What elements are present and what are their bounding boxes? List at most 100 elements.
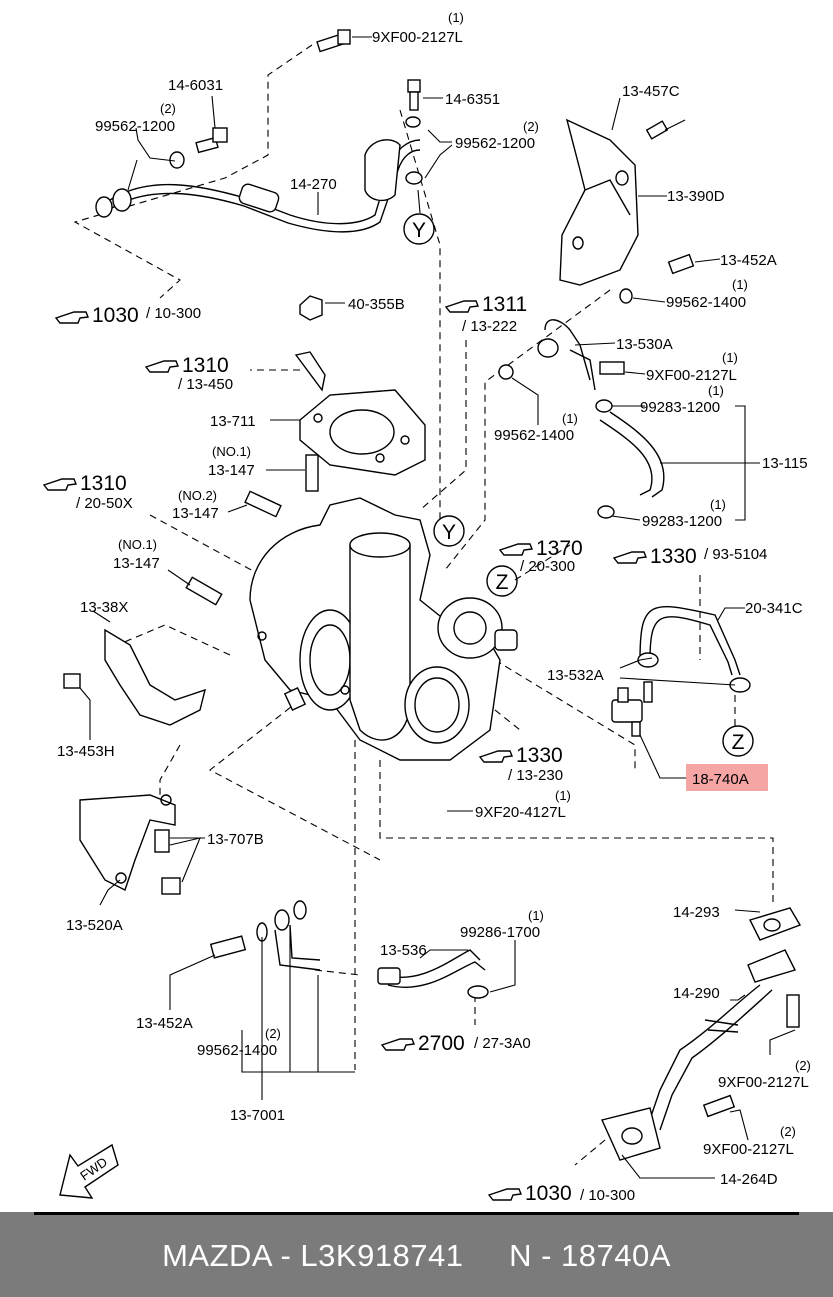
part-label: 13-707B bbox=[207, 831, 264, 848]
part-label: (2) bbox=[160, 101, 176, 116]
part-label: (1) bbox=[528, 908, 544, 923]
pointing-hand-icon bbox=[42, 478, 77, 491]
part-label: 9XF00-2127L bbox=[646, 367, 737, 384]
bolt-icons-top bbox=[195, 29, 423, 214]
section-ref-r7: 1330 / 13-230 bbox=[478, 744, 563, 784]
svg-text:1370: 1370 bbox=[536, 537, 583, 560]
part-label: 9XF00-2127L bbox=[372, 29, 463, 46]
pointing-hand-icon bbox=[478, 750, 513, 763]
part-label: 13-147 bbox=[113, 555, 160, 572]
part-label: (1) bbox=[448, 10, 464, 25]
part-label: 14-270 bbox=[290, 176, 337, 193]
part-label: (1) bbox=[732, 277, 748, 292]
part-label: 14-290 bbox=[673, 985, 720, 1002]
svg-text:/ 10-300: / 10-300 bbox=[580, 1187, 635, 1204]
part-label: (2) bbox=[523, 119, 539, 134]
part-label: 99562-1400 bbox=[494, 427, 574, 444]
part-label: (NO.2) bbox=[178, 488, 217, 503]
leader-lines bbox=[79, 36, 796, 1179]
part-label: 13-38X bbox=[80, 599, 128, 616]
pointing-hand-icon bbox=[444, 300, 479, 313]
pointing-hand-icon bbox=[487, 1188, 522, 1201]
part-label: (1) bbox=[555, 788, 571, 803]
svg-text:1330: 1330 bbox=[516, 744, 563, 767]
part-label: 13-115 bbox=[762, 455, 808, 472]
highlight-box-18-740a bbox=[686, 764, 768, 791]
part-label: (2) bbox=[780, 1124, 796, 1139]
part-label: 13-7001 bbox=[230, 1107, 285, 1124]
oil-return-pipe-13-536 bbox=[209, 900, 489, 999]
part-label-highlighted: 18-740A bbox=[692, 771, 749, 788]
part-label: 13-452A bbox=[136, 1015, 193, 1032]
svg-text:1330: 1330 bbox=[650, 545, 697, 568]
section-ref-r8: 2700 / 27-3A0 bbox=[380, 1032, 531, 1055]
svg-text:/ 27-3A0: / 27-3A0 bbox=[474, 1035, 531, 1052]
svg-text:/ 20-50X: / 20-50X bbox=[76, 495, 133, 512]
part-number-footer: MAZDA - L3K918741 N - 18740A bbox=[0, 1212, 833, 1297]
part-label: 14-6031 bbox=[168, 77, 223, 94]
part-label: 13-532A bbox=[547, 667, 604, 684]
oil-feed-pipe-14-270 bbox=[95, 139, 421, 233]
part-label: 13-453H bbox=[57, 743, 115, 760]
part-label: 99283-1200 bbox=[642, 513, 722, 530]
part-label: 13-457C bbox=[622, 83, 680, 100]
part-label: 99562-1400 bbox=[197, 1042, 277, 1059]
part-label: 14-293 bbox=[673, 904, 720, 921]
part-labels: (1) 9XF00-2127L 14-6031 (2) 99562-1200 1… bbox=[57, 10, 811, 1188]
svg-text:2700: 2700 bbox=[418, 1032, 465, 1055]
part-label: 13-530A bbox=[616, 336, 673, 353]
part-label: (1) bbox=[562, 411, 578, 426]
svg-text:/ 20-300: / 20-300 bbox=[520, 558, 575, 575]
part-label: 13-536 bbox=[380, 942, 427, 959]
footer-part-number-text: MAZDA - L3K918741 N - 18740A bbox=[162, 1238, 671, 1273]
part-label: 13-520A bbox=[66, 917, 123, 934]
turbocharger-body bbox=[249, 497, 518, 761]
solenoid-valve-18-740a bbox=[611, 605, 751, 737]
part-label: 14-264D bbox=[720, 1171, 778, 1188]
part-label: (1) bbox=[722, 350, 738, 365]
svg-text:1030: 1030 bbox=[525, 1182, 572, 1205]
part-label: (1) bbox=[710, 497, 726, 512]
svg-text:Z: Z bbox=[732, 731, 745, 754]
part-label: (2) bbox=[265, 1026, 281, 1041]
section-ref-r1: 1030 / 10-300 bbox=[54, 304, 201, 327]
part-label: 13-147 bbox=[208, 462, 255, 479]
part-label: (2) bbox=[795, 1058, 811, 1073]
section-ref-r6: 1330 / 93-5104 bbox=[612, 545, 767, 568]
part-label: 13-390D bbox=[667, 188, 725, 205]
callout-y-top: Y bbox=[403, 213, 435, 245]
part-label: 99562-1200 bbox=[455, 135, 535, 152]
part-label: 40-355B bbox=[348, 296, 405, 313]
turbocharger-parts-diagram: Y Y Z Z (1) 9XF00-2127L 14-6031 (2) 9956… bbox=[42, 10, 811, 1205]
part-label: 99562-1200 bbox=[95, 118, 175, 135]
callout-y-mid: Y bbox=[433, 515, 465, 547]
part-label: 20-341C bbox=[745, 600, 803, 617]
part-label: 13-147 bbox=[172, 505, 219, 522]
svg-text:1030: 1030 bbox=[92, 304, 139, 327]
svg-text:/ 93-5104: / 93-5104 bbox=[704, 546, 767, 563]
part-label: (NO.1) bbox=[212, 444, 251, 459]
svg-text:Y: Y bbox=[412, 219, 426, 242]
exhaust-pipe-14-290 bbox=[601, 907, 802, 1161]
svg-text:/ 10-300: / 10-300 bbox=[146, 305, 201, 322]
part-label: 9XF00-2127L bbox=[703, 1141, 794, 1158]
footer-divider bbox=[34, 1212, 799, 1215]
part-label: 14-6351 bbox=[445, 91, 500, 108]
fwd-arrow-icon bbox=[59, 1143, 119, 1199]
part-label: 9XF20-4127L bbox=[475, 804, 566, 821]
pointing-hand-icon bbox=[612, 551, 647, 564]
water-pipe-13-530a bbox=[498, 253, 695, 519]
part-label: (1) bbox=[708, 383, 724, 398]
bracket-13-38x bbox=[63, 628, 206, 726]
part-label: 99562-1400 bbox=[666, 294, 746, 311]
svg-text:/ 13-222: / 13-222 bbox=[462, 318, 517, 335]
pointing-hand-icon bbox=[380, 1038, 415, 1051]
stud-bolts-13-147 bbox=[185, 454, 319, 606]
bracket-13-520a bbox=[79, 794, 181, 895]
section-ref-r3: 1310 / 13-450 bbox=[144, 354, 233, 393]
callout-z-right: Z bbox=[722, 725, 754, 757]
svg-text:Y: Y bbox=[442, 521, 456, 544]
part-label: 9XF00-2127L bbox=[718, 1074, 809, 1091]
svg-text:/ 13-230: / 13-230 bbox=[508, 767, 563, 784]
section-ref-r2: 1311 / 13-222 bbox=[444, 293, 527, 335]
